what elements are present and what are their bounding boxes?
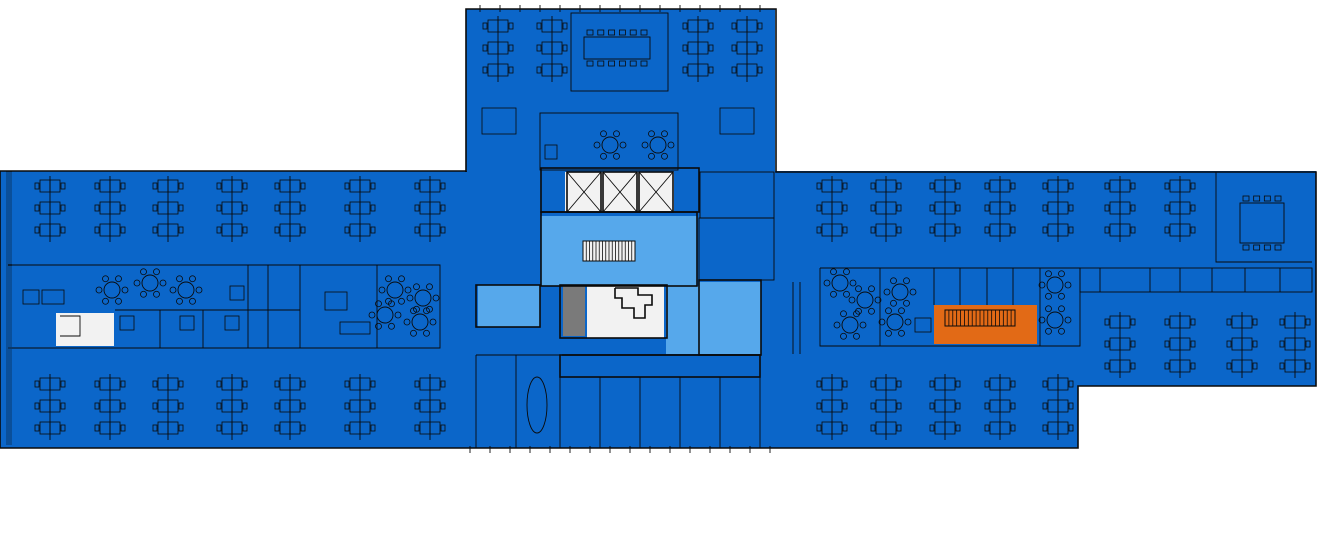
desk-icon — [731, 16, 763, 82]
stair-icon — [944, 309, 1016, 327]
stair-icon — [582, 240, 636, 262]
table-icon — [878, 307, 912, 337]
stair-highlight[interactable] — [934, 305, 1037, 344]
table-icon — [406, 283, 440, 313]
desk-icon — [481, 107, 517, 135]
desk-icon — [152, 176, 184, 242]
chair-icon — [324, 291, 348, 311]
desk-icon — [94, 374, 126, 440]
chair-icon — [224, 315, 240, 331]
desk-icon — [1164, 312, 1196, 378]
west-wing[interactable] — [0, 171, 470, 448]
desk-icon — [1042, 374, 1074, 440]
desk-icon — [34, 176, 66, 242]
restroom-west[interactable] — [478, 285, 540, 327]
table-icon — [169, 275, 203, 305]
chair-icon — [41, 289, 65, 305]
chair-icon — [544, 144, 558, 160]
table-icon — [133, 268, 167, 298]
table-icon — [95, 275, 129, 305]
desk-icon — [719, 107, 755, 135]
table-icon — [1239, 195, 1285, 251]
table-icon — [823, 268, 857, 298]
desk-icon — [1226, 312, 1258, 378]
desk-icon — [216, 176, 248, 242]
table-icon — [641, 130, 675, 160]
desk-icon — [414, 374, 446, 440]
chair-icon — [339, 321, 371, 335]
desk-icon — [274, 176, 306, 242]
desk-icon — [216, 374, 248, 440]
core-corridor — [666, 286, 700, 354]
desk-icon — [1164, 176, 1196, 242]
chair-icon — [119, 315, 135, 331]
chair-icon — [229, 285, 245, 301]
desk-icon — [536, 16, 568, 82]
table-icon — [883, 277, 917, 307]
desk-icon — [1279, 312, 1311, 378]
table-icon — [526, 376, 548, 434]
desk-icon — [344, 176, 376, 242]
shaft — [563, 286, 585, 336]
desk-icon — [682, 16, 714, 82]
walls — [0, 8, 1317, 449]
desk-icon — [870, 374, 902, 440]
desk-icon — [1104, 312, 1136, 378]
desk-icon — [152, 374, 184, 440]
chair-icon — [179, 315, 195, 331]
desk-icon — [816, 374, 848, 440]
chair-icon — [22, 289, 40, 305]
table-icon — [403, 307, 437, 337]
desk-icon — [1042, 176, 1074, 242]
desk-icon — [274, 374, 306, 440]
table-icon — [368, 300, 402, 330]
west-service-room[interactable] — [56, 313, 114, 346]
desk-icon — [984, 374, 1016, 440]
elevator-icon — [566, 171, 674, 213]
desk-icon — [984, 176, 1016, 242]
table-icon — [583, 29, 651, 67]
desk-icon — [816, 176, 848, 242]
table-icon — [593, 130, 627, 160]
desk-icon — [414, 176, 446, 242]
chair-icon — [914, 317, 932, 333]
desk-icon — [929, 374, 961, 440]
desk-icon — [1104, 176, 1136, 242]
desk-icon — [929, 176, 961, 242]
table-icon — [1038, 305, 1072, 335]
desk-icon — [94, 176, 126, 242]
table-icon — [1038, 270, 1072, 300]
table-icon — [848, 285, 882, 315]
table-icon — [833, 310, 867, 340]
desk-icon — [344, 374, 376, 440]
north-wing[interactable] — [466, 9, 775, 179]
desk-icon — [482, 16, 514, 82]
desk-icon — [34, 374, 66, 440]
desk-icon — [870, 176, 902, 242]
furniture — [6, 5, 1311, 453]
restroom-east[interactable] — [699, 282, 761, 354]
